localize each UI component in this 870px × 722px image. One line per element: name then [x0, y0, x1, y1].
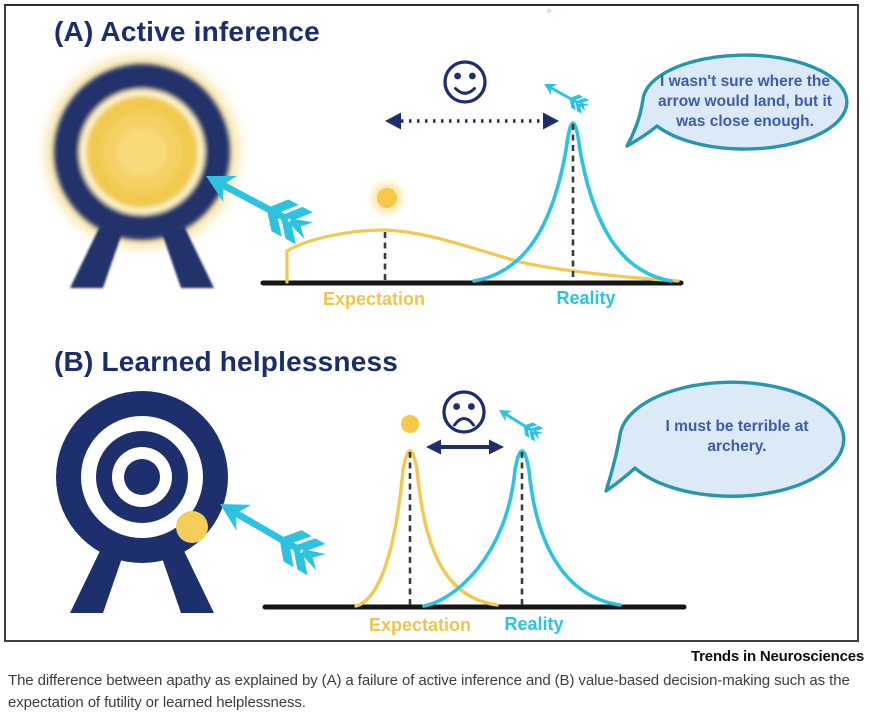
- artifact-dot: [546, 8, 552, 14]
- expectation-curve-b: [354, 449, 499, 608]
- speech-bubble-a-text: I wasn't sure where the arrow would land…: [658, 73, 832, 130]
- arrow-in-target-b-icon: [210, 488, 330, 578]
- frowny-face-icon: [442, 390, 486, 434]
- bullseye-target-icon: [56, 391, 228, 613]
- small-error-double-arrow-icon: [426, 439, 504, 455]
- arrow-hit-dot-icon: [176, 511, 208, 543]
- panel-a-chart: Expectation Reality: [260, 60, 684, 309]
- reality-curve-b: [422, 449, 622, 608]
- expectation-label-a: Expectation: [323, 289, 425, 309]
- reality-curve-a: [472, 121, 673, 283]
- reality-label-b: Reality: [504, 614, 563, 634]
- figure-caption: The difference between apathy as explain…: [8, 672, 850, 711]
- flying-arrow-b-icon: [494, 403, 546, 443]
- expectation-dot-a: [377, 188, 397, 208]
- fuzzy-target-icon: [47, 57, 237, 288]
- prediction-error-dotted-arrow-icon: [385, 112, 559, 130]
- smiley-face-icon: [443, 60, 487, 104]
- panel-b-title: (B) Learned helplessness: [54, 346, 399, 377]
- reality-label-a: Reality: [556, 288, 615, 308]
- expectation-dot-b: [401, 415, 419, 433]
- panel-b-chart: Expectation Reality: [262, 390, 687, 635]
- speech-bubble-b-text: I must be terrible at archery.: [665, 418, 809, 455]
- panel-a-title: (A) Active inference: [54, 16, 320, 47]
- figure-artwork: Expectation Reality: [47, 8, 849, 635]
- speech-bubble-a: [625, 53, 849, 151]
- journal-name: Trends in Neurosciences: [691, 648, 864, 665]
- flying-arrow-a-icon: [540, 77, 592, 115]
- speech-bubble-b: [604, 380, 846, 498]
- figure-frame: Expectation Reality: [4, 4, 859, 642]
- expectation-curve-a: [285, 228, 680, 284]
- expectation-label-b: Expectation: [369, 615, 471, 635]
